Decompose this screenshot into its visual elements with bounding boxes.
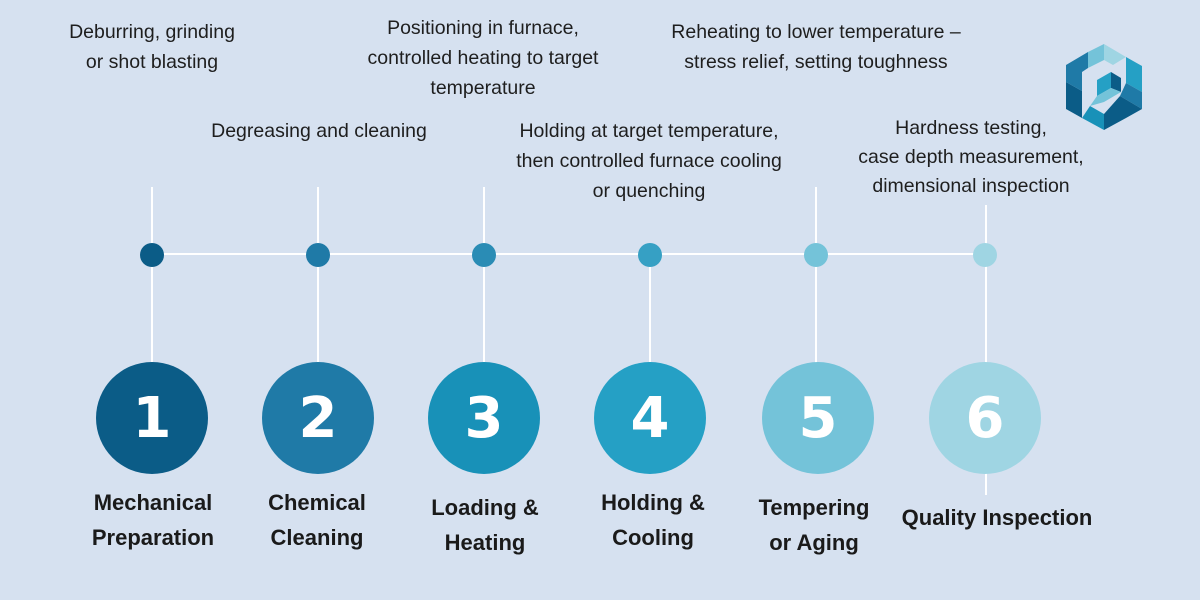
connector-line-1	[151, 187, 153, 367]
step-2-description: Degreasing and cleaning	[211, 120, 427, 142]
connector-line-5	[815, 187, 817, 367]
step-4-description: Holding at target temperature, then cont…	[516, 120, 782, 202]
step-1-number-circle: 1	[96, 362, 208, 474]
timeline-dot-6	[973, 243, 997, 267]
connector-line-6	[985, 205, 987, 495]
step-4-title: Holding & Cooling	[580, 485, 726, 555]
timeline-dot-2	[306, 243, 330, 267]
connector-line-4	[649, 255, 651, 365]
step-2-number-circle: 2	[262, 362, 374, 474]
step-5-number-circle: 5	[762, 362, 874, 474]
step-5-title: Tempering or Aging	[740, 490, 888, 560]
step-1-title: Mechanical Preparation	[66, 485, 240, 555]
connector-line-2	[317, 187, 319, 367]
hexagon-cycle-logo-icon	[1066, 44, 1142, 130]
step-6-description: Hardness testing, case depth measurement…	[858, 117, 1084, 197]
connector-line-3	[483, 187, 485, 367]
timeline-dot-4	[638, 243, 662, 267]
step-2-title: Chemical Cleaning	[244, 485, 390, 555]
timeline-dot-5	[804, 243, 828, 267]
step-5-description: Reheating to lower temperature – stress …	[671, 21, 961, 73]
step-6-number-circle: 6	[929, 362, 1041, 474]
step-3-title: Loading & Heating	[412, 490, 558, 560]
step-3-description: Positioning in furnace, controlled heati…	[367, 17, 599, 99]
step-3-number-circle: 3	[428, 362, 540, 474]
step-4-number-circle: 4	[594, 362, 706, 474]
timeline-dot-3	[472, 243, 496, 267]
timeline-dot-1	[140, 243, 164, 267]
step-6-title: Quality Inspection	[890, 500, 1104, 535]
timeline-line	[152, 253, 986, 255]
step-1-description: Deburring, grinding or shot blasting	[69, 21, 235, 73]
